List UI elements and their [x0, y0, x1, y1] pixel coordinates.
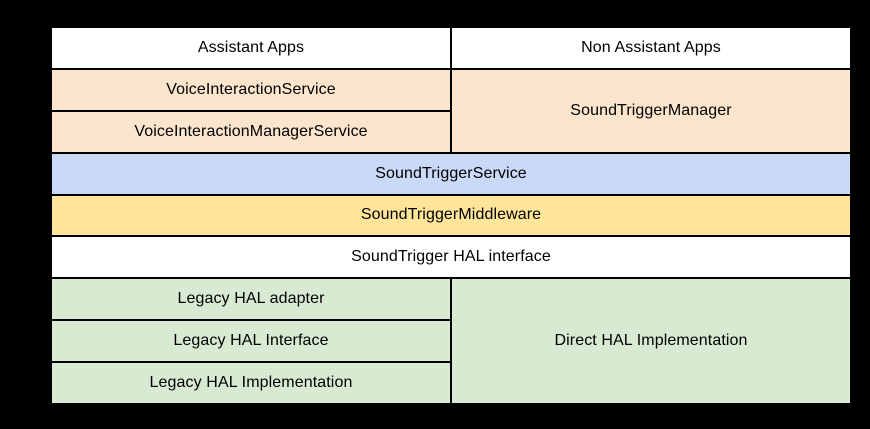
cell-sound-trigger-manager: SoundTriggerManager — [452, 69, 850, 152]
cell-sound-trigger-middleware: SoundTriggerMiddleware — [52, 195, 850, 236]
cell-legacy-hal-interface: Legacy HAL Interface — [52, 321, 450, 362]
cell-assistant-apps: Assistant Apps — [52, 28, 450, 68]
cell-legacy-hal-adapter: Legacy HAL adapter — [52, 279, 450, 320]
cell-legacy-hal-implementation: Legacy HAL Implementation — [52, 363, 450, 403]
cell-sound-trigger-service: SoundTriggerService — [52, 153, 850, 194]
cell-voice-interaction-service: VoiceInteractionService — [52, 69, 450, 110]
soundtrigger-architecture-diagram: Assistant Apps Non Assistant Apps VoiceI… — [52, 28, 850, 403]
cell-non-assistant-apps: Non Assistant Apps — [452, 28, 850, 68]
cell-sound-trigger-hal-interface: SoundTrigger HAL interface — [52, 237, 850, 278]
cell-voice-interaction-manager-service: VoiceInteractionManagerService — [52, 111, 450, 152]
cell-direct-hal-implementation: Direct HAL Implementation — [452, 279, 850, 403]
